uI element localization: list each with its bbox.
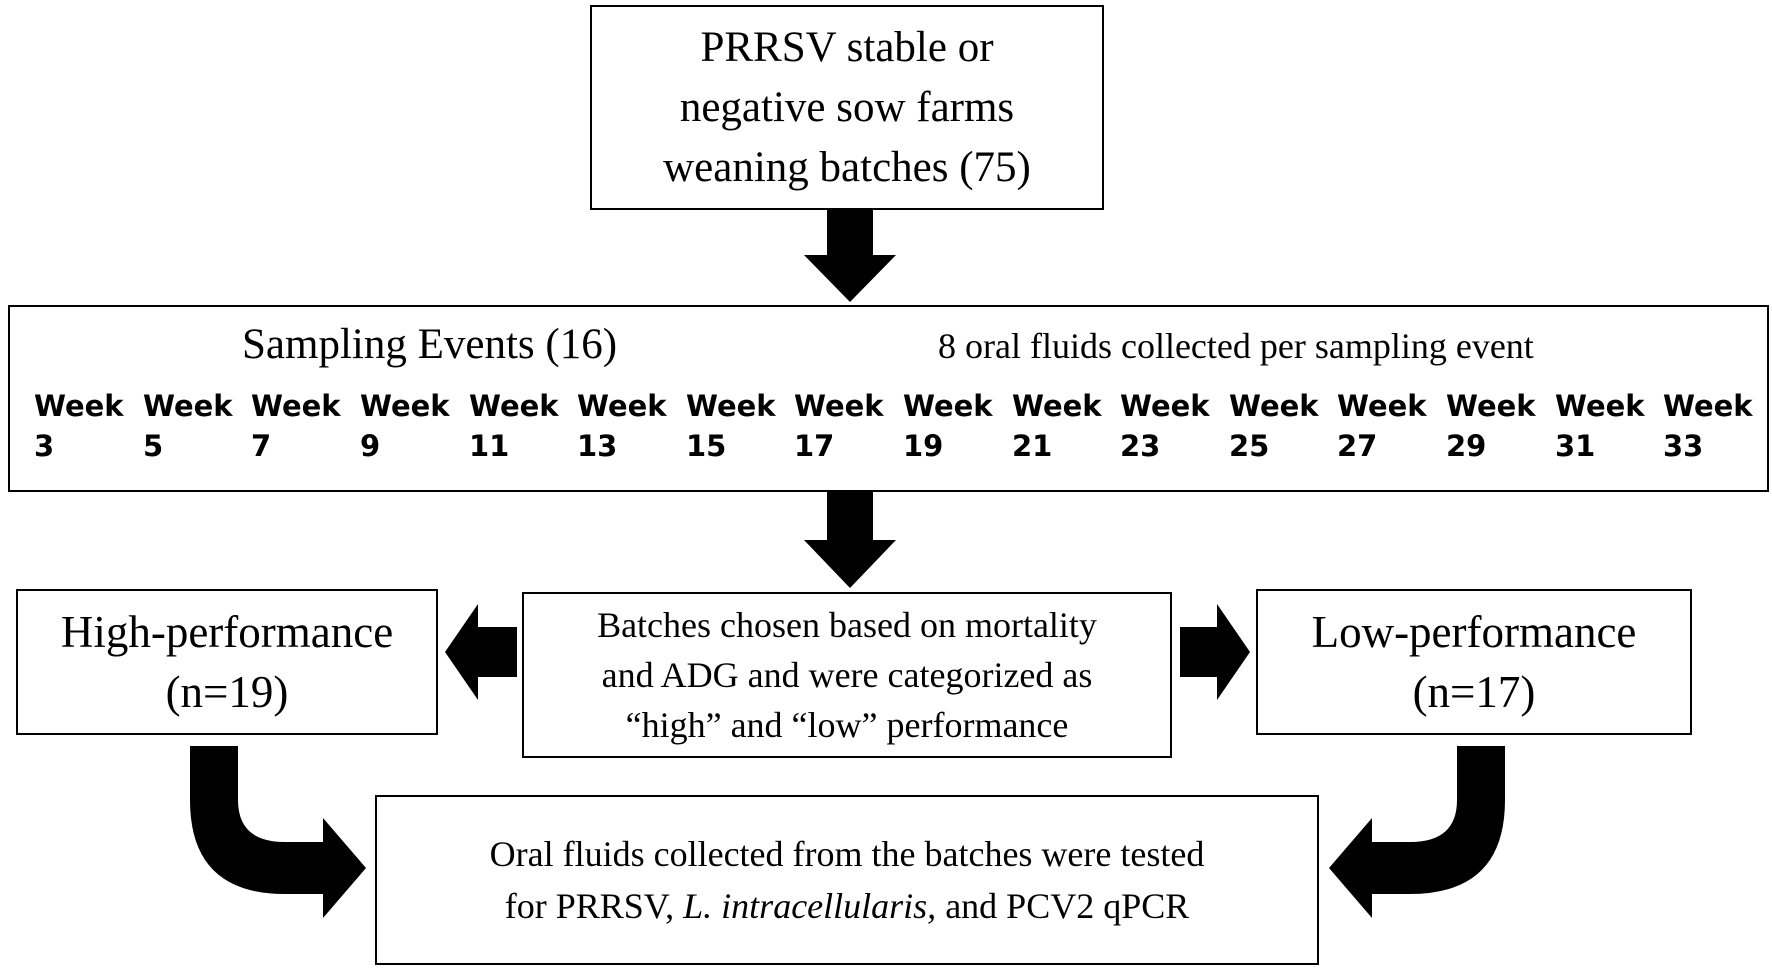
week-label: Week — [903, 389, 993, 423]
low-performance-count: (n=17) — [1412, 667, 1536, 717]
week-label: Week — [1229, 389, 1319, 423]
week-number: 7 — [251, 429, 272, 463]
week-number: 25 — [1229, 429, 1270, 463]
week-label: Week — [1663, 389, 1753, 423]
week-15: Week 15 — [686, 386, 776, 466]
week-5: Week 5 — [143, 386, 233, 466]
week-9: Week 9 — [360, 386, 450, 466]
week-number: 23 — [1120, 429, 1161, 463]
week-label: Week — [360, 389, 450, 423]
source-farms-box: PRRSV stable or negative sow farms weani… — [590, 5, 1104, 210]
testing-pathogen-italic: L. intracellularis, — [683, 886, 937, 926]
testing-line-2: for PRRSV, L. intracellularis, and PCV2 … — [505, 880, 1190, 932]
week-29: Week 29 — [1446, 386, 1536, 466]
source-farms-line-3: weaning batches (75) — [663, 143, 1031, 191]
low-performance-box: Low-performance (n=17) — [1256, 589, 1692, 735]
week-label: Week — [1555, 389, 1645, 423]
week-label: Week — [794, 389, 884, 423]
week-13: Week 13 — [577, 386, 667, 466]
testing-line-2-suffix: and PCV2 qPCR — [936, 886, 1190, 926]
week-23: Week 23 — [1120, 386, 1210, 466]
week-11: Week 11 — [469, 386, 559, 466]
source-farms-line-2: negative sow farms — [679, 83, 1015, 131]
criteria-line-3: “high” and “low” performance — [625, 705, 1069, 745]
week-label: Week — [1012, 389, 1102, 423]
week-number: 33 — [1663, 429, 1704, 463]
week-25: Week 25 — [1229, 386, 1319, 466]
week-3: Week 3 — [34, 386, 124, 466]
week-number: 5 — [143, 429, 164, 463]
week-label: Week — [1446, 389, 1536, 423]
week-label: Week — [1120, 389, 1210, 423]
week-number: 13 — [577, 429, 618, 463]
criteria-line-1: Batches chosen based on mortality — [597, 605, 1097, 645]
high-performance-title: High-performance — [60, 607, 394, 657]
arrow-left — [445, 604, 517, 700]
week-label: Week — [469, 389, 559, 423]
week-number: 19 — [903, 429, 944, 463]
week-31: Week 31 — [1555, 386, 1645, 466]
week-number: 29 — [1446, 429, 1487, 463]
week-label: Week — [143, 389, 233, 423]
week-33: Week 33 — [1663, 386, 1753, 466]
week-label: Week — [251, 389, 341, 423]
week-number: 3 — [34, 429, 55, 463]
week-27: Week 27 — [1337, 386, 1427, 466]
week-19: Week 19 — [903, 386, 993, 466]
week-number: 27 — [1337, 429, 1378, 463]
source-farms-line-1: PRRSV stable or — [700, 23, 994, 71]
testing-line-2-prefix: for PRRSV, — [504, 886, 684, 926]
sampling-events-box: Sampling Events (16) 8 oral fluids colle… — [8, 305, 1769, 492]
arrow-down-2 — [804, 492, 896, 588]
criteria-line-2: and ADG and were categorized as — [601, 655, 1093, 695]
arrow-right — [1180, 604, 1250, 700]
week-label: Week — [686, 389, 776, 423]
high-performance-box: High-performance (n=19) — [16, 589, 438, 735]
week-number: 9 — [360, 429, 381, 463]
qpcr-testing-box: Oral fluids collected from the batches w… — [375, 795, 1319, 965]
week-number: 11 — [469, 429, 510, 463]
week-number: 21 — [1012, 429, 1053, 463]
testing-line-1: Oral fluids collected from the batches w… — [489, 834, 1205, 874]
sampling-events-title: Sampling Events (16) — [242, 321, 618, 368]
week-label: Week — [577, 389, 667, 423]
week-label: Week — [34, 389, 124, 423]
arrow-curved-low-to-result — [1329, 746, 1505, 918]
selection-criteria-box: Batches chosen based on mortality and AD… — [522, 592, 1172, 758]
week-number: 17 — [794, 429, 835, 463]
week-label: Week — [1337, 389, 1427, 423]
arrow-down-1 — [804, 210, 896, 302]
week-number: 31 — [1555, 429, 1596, 463]
week-number: 15 — [686, 429, 727, 463]
week-7: Week 7 — [251, 386, 341, 466]
high-performance-count: (n=19) — [165, 667, 289, 717]
low-performance-title: Low-performance — [1311, 607, 1637, 657]
week-21: Week 21 — [1012, 386, 1102, 466]
week-17: Week 17 — [794, 386, 884, 466]
sampling-events-note: 8 oral fluids collected per sampling eve… — [938, 326, 1534, 366]
arrow-curved-high-to-result — [190, 746, 366, 918]
